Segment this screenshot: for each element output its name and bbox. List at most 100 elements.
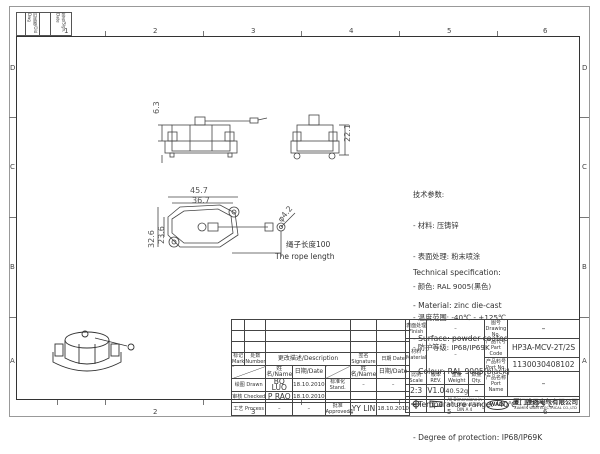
zone-label-left: D [10,64,16,72]
company-name-en: XIAMEN WAIN ELECTRICAL CO.,LTD [514,405,577,410]
zone-label-right: A [582,357,587,365]
tech-spec-en-line: - Degree of protection: IP68/IP69K [413,433,543,442]
drawn-name: BQ LUO [265,378,294,392]
hdr-name: 姓名/Name [265,365,294,379]
sheet-outer-border [9,6,590,417]
zone-tick [9,317,16,318]
zone-tick [9,217,16,218]
zone-tick [399,31,400,36]
side-view-drawing [290,114,349,160]
first-angle-projection-icon [411,398,422,409]
front-view-drawing [158,116,268,163]
dims-note: All Dimensions in mm Original Size DIN A… [444,396,485,413]
weight-value: 40.52g [444,384,470,397]
finish-value: – [426,319,485,339]
projection-symbol-cell [404,396,428,413]
role-approved: 批准 Approved [324,402,351,416]
role-drawn: 绘图 Drawn [230,378,267,392]
rev-col-1 [17,13,27,35]
part-no-value: 1130030408102 [507,357,580,372]
zone-label-right: D [582,64,588,72]
projection-cone-icon [429,399,443,408]
process-name: – [265,402,294,416]
tech-spec-en-line: - Material: zinc die-cast [413,301,502,310]
tech-spec-cn-line: - 颜色: RAL 9005(黑色) [413,282,492,292]
material-value: – [426,338,485,372]
part-code-value: HP3A-MCV-2T/2S [507,338,580,358]
revision-header: 旧底图/Old Dwg 签名/Sign. Date [16,12,72,36]
part-name-value: – [507,371,580,397]
dim-top-height-outer: 32.6 [147,230,156,248]
zone-label-top: 6 [543,27,548,35]
role-process: 工艺 Process [230,402,267,416]
zone-label-left: A [10,357,15,365]
tech-spec-cn-line: - 材料: 压铸锌 [413,221,459,231]
approved-name: YY LIN [349,402,378,416]
zone-label-top: 3 [251,27,256,35]
zone-tick [105,31,106,36]
zone-tick [105,400,106,405]
stand-name: – [349,378,378,392]
dim-front-height: 6.3 [152,101,161,114]
scale-label: 比例 Scale [404,371,428,385]
hdr-mark: 标记 Mark [230,352,246,366]
zone-tick [497,31,498,36]
company-name-cn: 厦门唯恩电气有限公司 [513,397,578,406]
isometric-view-drawing [52,330,135,372]
hdr-date2: 日期/Date [292,365,326,379]
zone-tick [57,400,58,405]
zone-label-left: C [10,163,15,171]
zone-label-right: C [582,163,587,171]
finish-label: 表面处理 Finish [404,319,428,339]
part-code-label: 产品代号 Part Code [483,338,509,358]
rope-length-cn: 绳子长度100 [286,240,331,249]
company-cell: WAIN 厦门唯恩电气有限公司 XIAMEN WAIN ELECTRICAL C… [483,396,581,413]
tech-spec-cn-title: 技术参数: [413,190,445,200]
drawing-no-value: – [507,319,580,339]
dim-top-width-outer: 45.7 [190,186,208,195]
scale-value: 2:3 [404,384,428,397]
rev-col-3 [40,13,51,35]
diag-cell [230,365,267,379]
part-no-label: 产品料号 Port No. [483,357,509,372]
signoff-table: 标记 Mark 处数 Number 更改描述/Description 签名 Si… [230,319,410,416]
zone-label-top: 2 [153,27,158,35]
zone-tick [203,400,204,405]
zone-label-bottom: 2 [153,408,158,416]
tech-spec-cn-line: - 表面处理: 粉末喷涂 [413,251,481,261]
rev-label: 版本 REV. [426,371,446,385]
hdr-signature: 签名 Signature [349,352,378,366]
dim-top-height-inner: 23.6 [157,226,166,244]
zone-tick [580,117,589,118]
material-label: 材料 Material [404,338,428,372]
zone-tick [301,31,302,36]
zone-label-right: B [582,263,587,271]
part-info-table: 表面处理 Finish – 图号 Drawing No. – 材料 Materi… [404,319,581,413]
drawing-no-label: 图号 Drawing No. [483,319,509,339]
zone-label-top: 5 [447,27,452,35]
dim-side-height: 22.1 [343,124,352,142]
rev-value: V1.0 [426,384,446,397]
rope-length-en: The rope length [275,252,335,261]
top-view-drawing [157,196,296,257]
company-logo: WAIN [485,399,509,410]
checked-date: 18.10.2010 [292,391,326,403]
drawn-date: 18.10.2010 [292,378,326,392]
zone-tick [580,217,589,218]
dim-top-width-inner: 36.7 [192,196,210,205]
part-name-label: 产品名称 Port Name [483,371,509,397]
zone-label-top: 4 [349,27,354,35]
zone-tick [203,31,204,36]
diag-cell [324,365,351,379]
checked-name: P RAO [265,391,294,403]
role-empty [324,391,351,403]
empty-name [349,391,378,403]
weight-label: 重量 Weight [444,371,470,385]
projection-cone-cell [426,396,446,413]
hdr-number: 处数 Number [244,352,267,366]
zone-label-top: 1 [64,27,69,35]
qty-value: – [468,384,485,397]
role-checked: 审核 Checked [230,391,267,403]
hdr-description: 更改描述/Description [265,352,351,366]
tech-spec-en-title: Technical specification: [413,268,501,277]
